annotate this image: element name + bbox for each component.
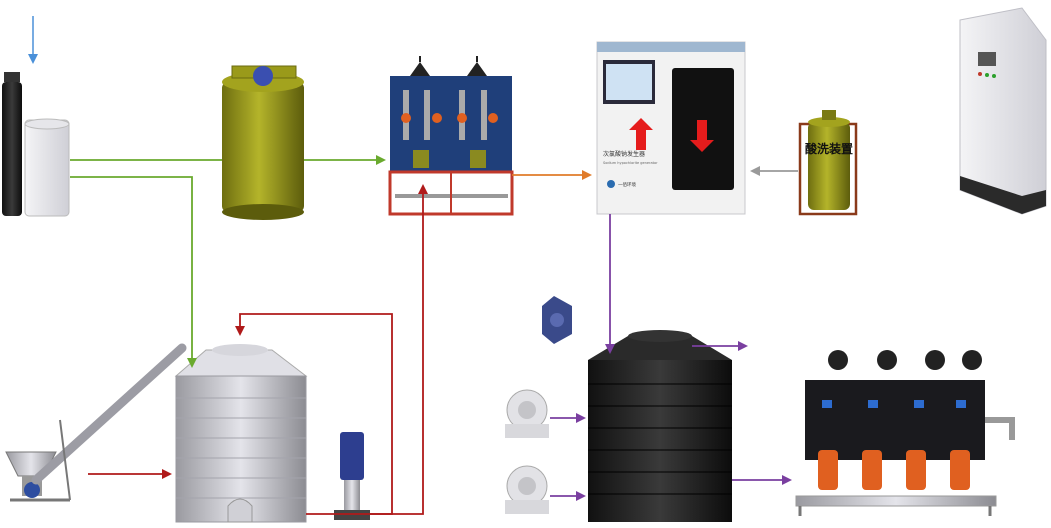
down-arrow-icon <box>690 120 714 152</box>
flow-lines <box>70 155 798 515</box>
salt-feeder <box>5 343 187 502</box>
control-cabinet <box>959 7 1047 215</box>
cabinet-display-icon <box>978 52 996 66</box>
brine-feed-line <box>370 184 428 515</box>
pump-motor <box>340 432 364 480</box>
raw-water-tank-body <box>222 82 304 212</box>
raw-water-tank <box>222 65 304 220</box>
hypochlorite-generator: 次氯酸钠发生器 Sodium hypochlorite generator 一佰… <box>596 41 746 215</box>
generator-subtitle: Sodium hypochlorite generator <box>603 161 658 165</box>
agitator-motor-icon <box>253 66 273 86</box>
acid-wash-unit: 酸洗装置 <box>798 110 858 216</box>
generator-label: 次氯酸钠发生器 <box>603 150 645 158</box>
booster-pump <box>334 432 370 520</box>
brine-recirculation-line <box>235 313 393 515</box>
product-tank-body <box>588 360 732 522</box>
screw-conveyor <box>31 343 187 485</box>
product-storage-tank <box>588 330 732 522</box>
acid-wash-tank <box>808 122 850 210</box>
electrolyzer-cell-left <box>401 56 442 168</box>
blower-bottom <box>505 465 549 514</box>
electrolyzer-cell-right <box>457 56 498 168</box>
water-softener <box>2 16 70 217</box>
softener-valve-head <box>4 72 20 82</box>
dosing-panel <box>805 380 985 460</box>
dosing-skid-base <box>795 495 997 507</box>
acid-wash-label: 酸洗装置 <box>805 141 853 156</box>
brine-salt-tank <box>24 119 70 217</box>
electrolyzer-panel <box>390 76 512 172</box>
brine-tank-manway <box>227 498 253 523</box>
gas-detector <box>542 296 572 344</box>
water-line-to-brine-tank <box>70 176 197 368</box>
blower-top <box>505 389 549 438</box>
brine-dissolving-tank <box>174 344 308 523</box>
feeder-motor-icon <box>24 482 40 498</box>
electrolyzer-skid <box>388 56 514 216</box>
generator-brand: 一佰环境 <box>618 181 636 188</box>
softener-resin-column <box>2 82 22 216</box>
dosing-pump-skid <box>795 350 1015 516</box>
brand-logo-icon <box>607 180 615 188</box>
up-arrow-icon <box>629 118 653 150</box>
